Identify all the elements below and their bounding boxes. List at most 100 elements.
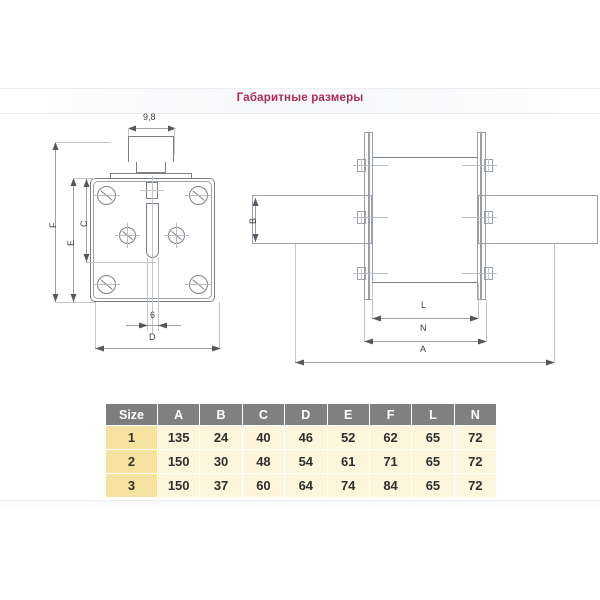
cell-b: 37 xyxy=(199,473,243,498)
ext-line-D-left xyxy=(95,302,96,348)
dim-label-9-8: 9,8 xyxy=(143,112,156,122)
dim-label-N: N xyxy=(420,323,427,333)
clip-mark-right-top xyxy=(462,165,497,166)
centerline-blade-left xyxy=(147,258,148,331)
ext-line-A-left xyxy=(295,244,296,362)
cell-d: 64 xyxy=(284,473,328,498)
dim-line-9-8 xyxy=(128,128,174,129)
dim-line-D xyxy=(95,348,220,349)
dim-label-B: B xyxy=(248,217,258,224)
screw-mark-h-4 xyxy=(185,284,212,285)
mid-screw-mark-v-left xyxy=(127,223,128,248)
col-header-l: L xyxy=(411,403,455,426)
clip-bolt-left-mid xyxy=(361,211,362,224)
table-row: 1 135 24 40 46 52 62 65 72 xyxy=(105,425,498,450)
cell-c: 48 xyxy=(241,449,286,474)
table-row: 2 150 30 48 54 61 71 65 72 xyxy=(105,449,498,474)
centerline-blade-right xyxy=(158,258,159,331)
fuse-body xyxy=(372,157,478,283)
title-banner xyxy=(0,88,600,114)
cell-f: 71 xyxy=(368,449,413,474)
clip-mark-right-mid xyxy=(462,217,497,218)
handle-tab xyxy=(128,136,174,162)
ext-line-C-bottom xyxy=(86,262,156,263)
cell-size: 1 xyxy=(105,425,158,450)
mounting-plate-right-outer xyxy=(481,132,486,300)
cell-n: 72 xyxy=(453,473,498,498)
dim-label-F: F xyxy=(48,222,58,229)
cell-e: 52 xyxy=(326,425,370,450)
ext-line-F-top xyxy=(55,142,111,143)
clip-mark-left-bottom xyxy=(353,273,388,274)
dim-label-A: A xyxy=(420,344,427,354)
ext-line-N-left xyxy=(364,300,365,341)
table-row: 3 150 37 60 64 74 84 65 72 xyxy=(105,473,498,498)
cell-d: 46 xyxy=(284,425,328,450)
cell-l: 65 xyxy=(411,425,455,450)
dim-line-E xyxy=(73,178,74,302)
clip-bolt-right-bottom xyxy=(488,267,489,280)
cell-size: 2 xyxy=(105,449,158,474)
dim-line-B xyxy=(255,198,256,242)
cell-n: 72 xyxy=(453,449,498,474)
terminal-blade-right xyxy=(478,195,598,244)
screw-mark-h-1 xyxy=(93,195,120,196)
cell-l: 65 xyxy=(411,449,455,474)
table-header: Size A B C D E F L N xyxy=(105,403,498,426)
dim-label-E: E xyxy=(66,239,76,246)
dim-arrows-A xyxy=(295,359,555,366)
dim-line-6 xyxy=(126,325,181,326)
centerline-vertical xyxy=(152,176,153,334)
dim-arrows-B xyxy=(252,198,259,242)
cell-d: 54 xyxy=(284,449,328,474)
table-header-row: Size A B C D E F L N xyxy=(105,403,498,426)
dim-line-A xyxy=(295,362,554,363)
cell-a: 150 xyxy=(156,473,201,498)
handle-neck xyxy=(136,162,166,173)
cell-c: 40 xyxy=(241,425,286,450)
terminal-blade-left xyxy=(252,195,372,244)
col-header-size: Size xyxy=(105,403,158,426)
ext-line-L-right xyxy=(478,283,479,318)
cell-b: 30 xyxy=(199,449,243,474)
col-header-d: D xyxy=(284,403,328,426)
cell-e: 74 xyxy=(326,473,370,498)
clip-bolt-right-top xyxy=(488,159,489,172)
ext-line-A-right xyxy=(554,244,555,362)
col-header-e: E xyxy=(326,403,370,426)
col-header-c: C xyxy=(241,403,286,426)
mid-screw-mark-v-right xyxy=(176,223,177,248)
dim-arrows-D xyxy=(95,345,221,352)
cell-a: 135 xyxy=(156,425,201,450)
dim-arrows-L xyxy=(372,315,479,322)
dim-arrows-9-8 xyxy=(128,125,176,132)
col-header-a: A xyxy=(156,403,201,426)
col-header-n: N xyxy=(453,403,498,426)
ext-line-N-right xyxy=(486,300,487,341)
cell-n: 72 xyxy=(453,425,498,450)
mounting-plate-left-outer xyxy=(364,132,369,300)
cell-e: 61 xyxy=(326,449,370,474)
mounting-plate-left-inner xyxy=(369,132,373,300)
dim-arrows-6 xyxy=(139,322,167,329)
dim-line-C xyxy=(86,179,87,262)
cell-l: 65 xyxy=(411,473,455,498)
cell-f: 62 xyxy=(368,425,413,450)
dim-label-D: D xyxy=(149,332,156,342)
dim-label-L: L xyxy=(421,300,427,310)
table-body: 1 135 24 40 46 52 62 65 72 2 150 30 48 5… xyxy=(105,425,498,498)
clip-mark-left-mid xyxy=(353,217,388,218)
screw-mark-h-2 xyxy=(185,195,212,196)
col-header-f: F xyxy=(368,403,413,426)
page-title: Габаритные размеры xyxy=(236,92,364,104)
dim-arrows-E xyxy=(70,178,77,302)
dim-label-C: C xyxy=(79,220,89,228)
cell-a: 150 xyxy=(156,449,201,474)
dim-arrows-N xyxy=(364,338,487,345)
clip-mark-right-bottom xyxy=(462,273,497,274)
dim-label-6: 6 xyxy=(150,310,156,320)
ext-line-E-top xyxy=(73,178,95,179)
dim-line-N xyxy=(364,341,486,342)
clip-mark-left-top xyxy=(353,165,388,166)
